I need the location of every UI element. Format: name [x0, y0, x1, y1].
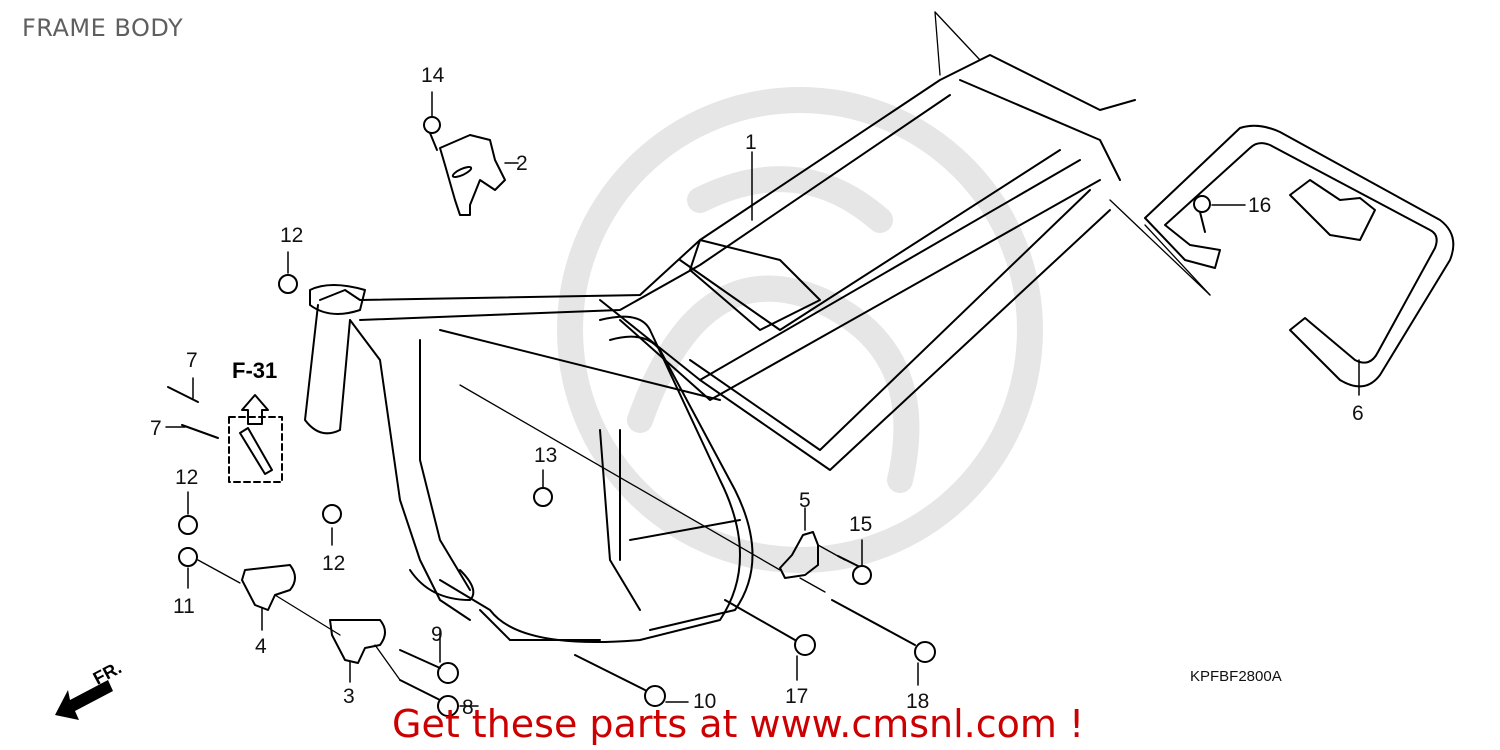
callout-13[interactable]: 13 — [534, 444, 558, 467]
callout-4[interactable]: 4 — [255, 635, 267, 658]
callout-5[interactable]: 5 — [799, 489, 811, 512]
grab-rail-part-6 — [1144, 124, 1455, 396]
callout-10[interactable]: 10 — [693, 690, 717, 713]
callout-17[interactable]: 17 — [785, 685, 809, 708]
callout-12b[interactable]: 12 — [175, 466, 199, 489]
guide-lines — [934, 11, 1211, 296]
cap-nuts — [178, 251, 553, 546]
callout-6[interactable]: 6 — [1352, 402, 1364, 425]
callout-2[interactable]: 2 — [516, 152, 528, 175]
callout-16[interactable]: 16 — [1248, 194, 1272, 217]
front-direction-arrow — [55, 680, 113, 720]
callout-1[interactable]: 1 — [745, 131, 757, 154]
callout-3[interactable]: 3 — [343, 685, 355, 708]
callout-12c[interactable]: 12 — [322, 552, 346, 575]
callout-7a[interactable]: 7 — [186, 349, 198, 372]
pins-part-7 — [165, 377, 219, 439]
reference-box — [228, 394, 283, 483]
bracket-part-2 — [439, 134, 519, 216]
bolt-part-14 — [423, 91, 441, 151]
plate-part-5 — [779, 507, 872, 593]
callout-12a[interactable]: 12 — [280, 224, 304, 247]
frame-body-part-1 — [304, 54, 1136, 643]
callout-14[interactable]: 14 — [421, 64, 445, 87]
callout-11[interactable]: 11 — [173, 595, 195, 618]
promo-link[interactable]: Get these parts at www.cmsnl.com ! — [392, 702, 1085, 746]
callout-9[interactable]: 9 — [431, 623, 443, 646]
diagram-code: KPFBF2800A — [1190, 668, 1282, 685]
callout-18[interactable]: 18 — [906, 690, 930, 713]
callout-15[interactable]: 15 — [849, 513, 873, 536]
callout-7b[interactable]: 7 — [150, 417, 162, 440]
hanger-assembly — [178, 547, 401, 683]
long-bolts — [399, 599, 936, 717]
callout-8[interactable]: 8 — [462, 696, 474, 719]
reference-label[interactable]: F-31 — [232, 358, 278, 383]
diagram-title: FRAME BODY — [22, 14, 184, 42]
